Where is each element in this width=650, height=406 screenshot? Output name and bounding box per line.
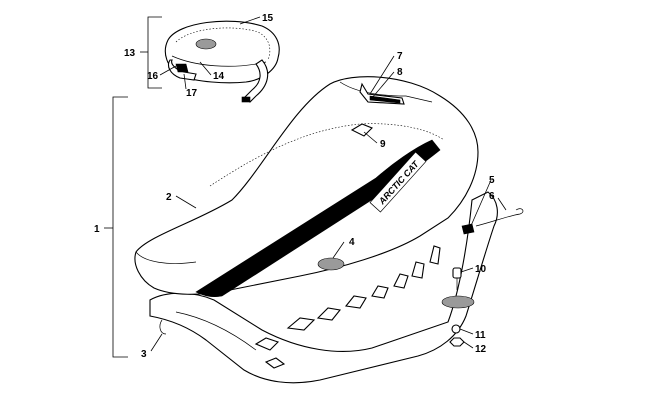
seat-foam-pad	[317, 257, 345, 271]
washer	[451, 324, 461, 334]
callout-9: 9	[380, 139, 386, 150]
callout-10: 10	[475, 264, 487, 275]
leader-lines	[104, 16, 507, 358]
backrest-strap-left	[167, 59, 197, 81]
strap-buckle	[241, 96, 251, 103]
callout-2: 2	[166, 192, 172, 203]
callout-14: 14	[213, 71, 225, 82]
seat-cover-crease	[339, 81, 433, 103]
callout-11: 11	[475, 330, 486, 341]
seat-clip	[350, 123, 373, 137]
seat-front-lip	[135, 251, 197, 264]
callout-6: 6	[489, 191, 495, 202]
callout-16: 16	[147, 71, 159, 82]
seat-assembly: ARCTIC CAT	[134, 76, 498, 384]
callout-13: 13	[124, 48, 136, 59]
backrest-assembly	[164, 20, 280, 103]
seat-base-vents	[254, 245, 441, 369]
callouts: 1 2 3 4 5 6 7 8 9 10 11 12 13 14 15 16 1…	[94, 13, 495, 360]
callout-3: 3	[141, 349, 147, 360]
latch-plate	[441, 295, 475, 309]
callout-8: 8	[397, 67, 403, 78]
callout-5: 5	[489, 175, 495, 186]
callout-1: 1	[94, 224, 100, 235]
callout-17: 17	[186, 88, 198, 99]
callout-7: 7	[397, 51, 403, 62]
front-hook	[159, 319, 167, 335]
seat-base	[149, 191, 498, 384]
nut	[449, 337, 465, 347]
strap-clip	[175, 63, 189, 73]
latch-post	[452, 267, 462, 290]
latch-wire	[475, 208, 524, 227]
seat-cover-stitch	[209, 123, 445, 187]
callout-12: 12	[475, 344, 487, 355]
callout-15: 15	[262, 13, 274, 24]
bracket-1	[112, 96, 128, 358]
rear-bracket	[359, 82, 405, 105]
seat-cover	[134, 76, 479, 295]
rear-latch-bracket	[461, 223, 475, 235]
callout-4: 4	[349, 237, 355, 248]
backrest-emblem	[195, 38, 217, 50]
seat-base-edge	[175, 311, 257, 351]
bracket-13	[147, 16, 162, 89]
